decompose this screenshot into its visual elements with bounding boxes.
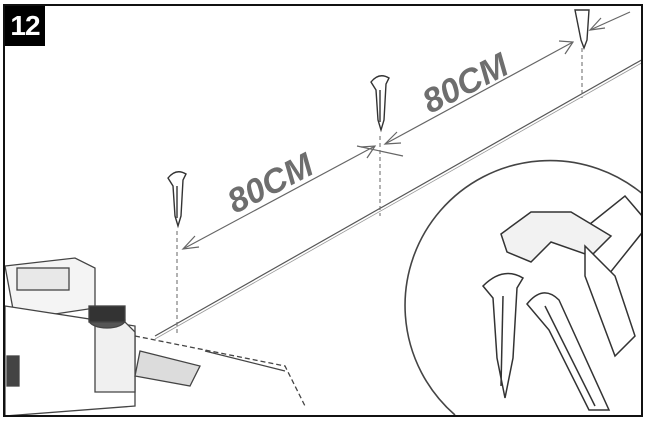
robot-mower-icon <box>5 257 306 415</box>
instruction-panel: 80CM 80CM <box>3 4 643 417</box>
peg-icon <box>167 171 187 229</box>
boundary-wire-icon <box>154 59 641 340</box>
hammer-icon <box>481 194 641 411</box>
dimension-arrow-2 <box>383 40 575 145</box>
magnifier-circle-icon <box>404 159 641 415</box>
step-number-badge: 12 <box>5 6 45 46</box>
dimension-label-2: 80CM <box>416 46 515 121</box>
installation-illustration: 80CM 80CM <box>5 9 641 415</box>
dimension-arrow-1 <box>181 145 404 250</box>
peg-guide-lines <box>176 48 583 336</box>
peg-icon <box>574 9 590 50</box>
peg-icon <box>370 75 390 133</box>
dimension-arrow-3 <box>588 11 631 31</box>
dimension-label-1: 80CM <box>221 146 320 221</box>
